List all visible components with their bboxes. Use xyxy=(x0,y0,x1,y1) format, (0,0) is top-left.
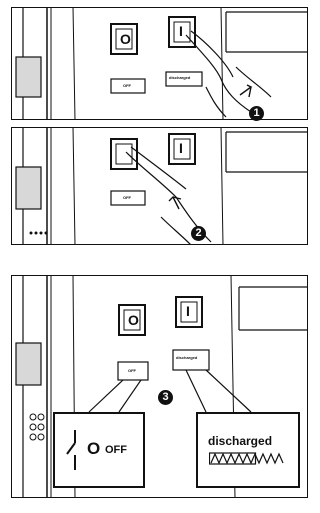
on-button-symbol: I xyxy=(179,140,183,156)
off-indicator-text: OFF xyxy=(128,368,136,373)
off-button-symbol: O xyxy=(128,312,139,328)
off-callout-text: OFF xyxy=(105,444,127,456)
step-3-panel: O I OFF discharged 3 O OFF discharged xyxy=(11,275,308,498)
discharged-indicator-text: discharged xyxy=(169,75,190,80)
on-button-symbol: I xyxy=(186,303,190,319)
off-indicator-text: OFF xyxy=(123,195,131,200)
discharged-callout: discharged xyxy=(196,412,300,488)
discharged-indicator-text: discharged xyxy=(176,355,197,360)
off-button-symbol: O xyxy=(120,31,131,47)
step-1-illustration xyxy=(11,7,308,120)
discharged-callout-text: discharged xyxy=(208,434,272,448)
open-switch-icon xyxy=(63,430,87,470)
on-button-symbol: I xyxy=(179,23,183,39)
display-screen xyxy=(16,167,41,209)
step-2-panel: I OFF 2 xyxy=(11,127,308,245)
display-screen xyxy=(16,57,41,97)
step-1-panel: O I OFF discharged 1 xyxy=(11,7,308,120)
off-callout-symbol: O xyxy=(87,439,100,459)
zigzag-resistor-icon xyxy=(209,452,287,466)
off-indicator-text: OFF xyxy=(123,83,131,88)
step-number-1: 1 xyxy=(249,106,264,121)
off-callout: O OFF xyxy=(53,412,145,488)
step-number-3: 3 xyxy=(158,390,173,405)
step-number-2: 2 xyxy=(191,226,206,241)
step-2-illustration xyxy=(11,127,308,245)
display-screen xyxy=(16,343,41,385)
